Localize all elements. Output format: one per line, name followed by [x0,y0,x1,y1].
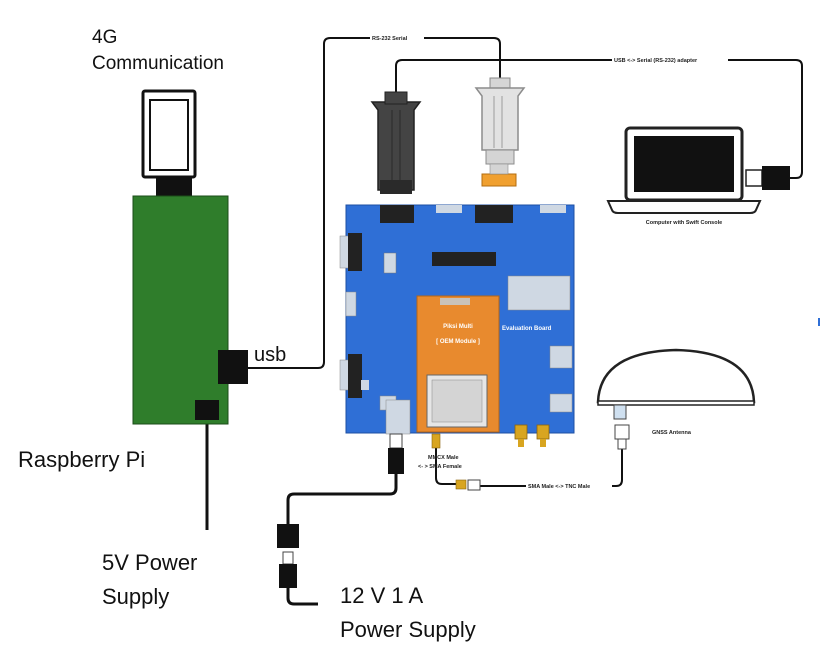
sma-male-adapter [467,479,481,491]
edge-mark [818,318,820,326]
12v-power-label-line1: 12 V 1 A [340,583,424,608]
pi-power-port [195,400,219,420]
module-label-line2: [ OEM Module ] [436,339,480,345]
usb-serial-adapter-label: USB <-> Serial (RS-232) adapter [614,58,698,64]
5v-power-label-line2: Supply [102,584,169,609]
sma-tnc-cable [480,448,623,487]
module-label-line1: Piksi Multi [443,324,473,330]
gnss-antenna-label: GNSS Antenna [652,430,692,436]
4g-communication-label-line2: Communication [92,53,224,74]
raspberry-pi-label: Raspberry Pi [18,447,145,472]
usb-label: usb [254,344,286,366]
sma-female-adapter [455,479,467,490]
5v-power-label-line1: 5V Power [102,550,197,575]
mmcx-sma-cable [435,448,458,485]
mmcx-label-line1: MMCX Male [428,455,459,461]
usb-serial-db9-connector-grey [474,77,526,187]
rs232-serial-label: RS-232 Serial [372,36,408,42]
sma-connectors [514,424,550,447]
mmcx-connector [431,433,441,449]
usb-serial-adapter-cable [395,59,803,179]
rs232-db9-connector-black [370,91,422,194]
12v-power-label-line2: Power Supply [340,617,476,642]
oem-module: Piksi Multi [ OEM Module ] [416,295,500,433]
raspberry-pi-board [132,195,248,425]
mmcx-label-line2: <- > SMA Female [418,464,462,470]
12v-plug-tail [286,588,318,606]
pi-usb-port [218,350,248,384]
computer-label: Computer with Swift Console [646,220,722,226]
evaluation-board: Evaluation Board Piksi Multi [ OEM Modul… [339,204,575,449]
12v-power-cable [286,472,398,524]
gnss-antenna: GNSS Antenna [596,348,756,450]
sma-tnc-label: SMA Male <-> TNC Male [528,484,590,490]
4g-dongle [141,89,197,179]
12v-barrel-plug [277,433,404,588]
evaluation-board-label: Evaluation Board [502,326,552,332]
laptop-computer: Computer with Swift Console [606,126,762,226]
rs232-serial-cable [248,37,501,369]
laptop-usb-plug [745,166,790,190]
4g-communication-label-line1: 4G [92,27,117,48]
